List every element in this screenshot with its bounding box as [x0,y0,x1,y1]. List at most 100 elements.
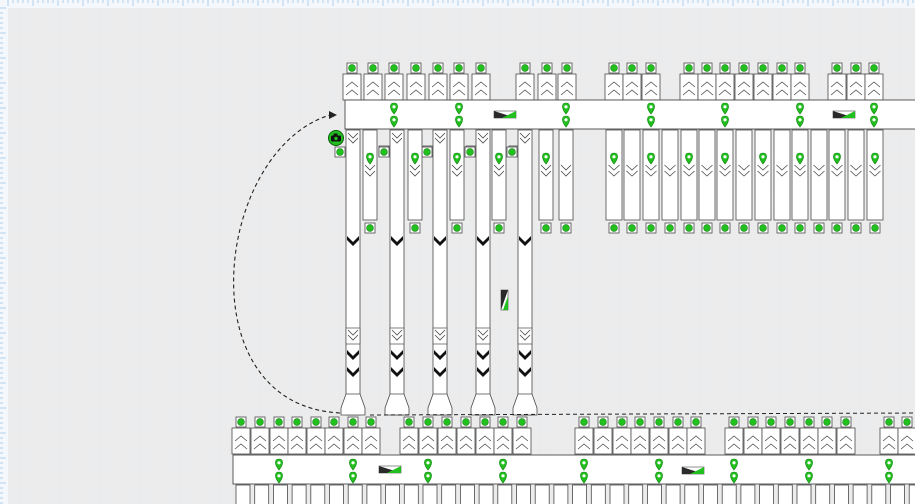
infeed-cell[interactable] [864,62,884,101]
status-indicator[interactable] [719,62,731,74]
status-indicator[interactable] [776,62,788,74]
infeed-cell[interactable] [715,62,735,101]
status-indicator[interactable] [794,222,806,234]
short-drop-lane[interactable] [716,129,734,234]
camera-icon[interactable] [328,130,344,146]
infeed-cell[interactable] [537,62,557,101]
status-indicator[interactable] [441,416,453,428]
status-indicator[interactable] [347,416,359,428]
short-drop-lane[interactable] [642,129,660,234]
status-indicator[interactable] [626,62,638,74]
status-indicator[interactable] [451,222,463,234]
short-drop-lane[interactable] [847,129,865,234]
infeed-cell[interactable] [743,416,763,455]
status-indicator[interactable] [757,62,769,74]
infeed-cell[interactable] [384,62,404,101]
status-indicator[interactable] [328,416,340,428]
status-indicator[interactable] [403,416,415,428]
infeed-cell[interactable] [493,416,513,455]
infeed-cell[interactable] [724,416,744,455]
infeed-cell[interactable] [734,62,754,101]
infeed-cell[interactable] [697,62,717,101]
infeed-cell[interactable] [471,62,491,101]
short-drop-lane[interactable] [605,129,623,234]
infeed-cell[interactable] [772,62,792,101]
infeed-cell[interactable] [456,416,476,455]
infeed-cell[interactable] [799,416,819,455]
status-indicator[interactable] [626,222,638,234]
status-indicator[interactable] [346,62,358,74]
short-drop-lane[interactable] [491,129,507,234]
infeed-cell[interactable] [418,416,438,455]
infeed-cell[interactable] [827,62,847,101]
infeed-cell[interactable] [437,416,457,455]
status-indicator[interactable] [432,62,444,74]
status-indicator[interactable] [608,62,620,74]
short-drop-lane[interactable] [735,129,753,234]
status-indicator[interactable] [664,222,676,234]
infeed-cell[interactable] [622,62,642,101]
status-indicator[interactable] [645,222,657,234]
infeed-cell[interactable] [780,416,800,455]
status-indicator[interactable] [388,62,400,74]
status-indicator[interactable] [869,222,881,234]
infeed-cell[interactable] [686,416,706,455]
upper-belt[interactable] [344,99,915,130]
status-indicator[interactable] [738,62,750,74]
infeed-cell[interactable] [287,416,307,455]
status-indicator[interactable] [794,62,806,74]
infeed-cell[interactable] [406,62,426,101]
status-indicator[interactable] [757,222,769,234]
status-indicator[interactable] [683,62,695,74]
infeed-cell[interactable] [790,62,810,101]
status-indicator[interactable] [701,62,713,74]
infeed-cell[interactable] [604,62,624,101]
short-drop-lane[interactable] [661,129,679,234]
status-indicator[interactable] [776,222,788,234]
status-indicator[interactable] [747,416,759,428]
short-drop-lane[interactable] [698,129,716,234]
infeed-cell[interactable] [515,62,535,101]
short-drop-lane[interactable] [680,129,698,234]
infeed-cell[interactable] [761,416,781,455]
status-indicator[interactable] [291,416,303,428]
status-indicator[interactable] [719,222,731,234]
status-indicator[interactable] [516,416,528,428]
status-indicator[interactable] [475,62,487,74]
infeed-cell[interactable] [897,416,915,455]
status-indicator[interactable] [560,222,572,234]
status-indicator[interactable] [645,62,657,74]
infeed-cell[interactable] [231,416,251,455]
status-indicator[interactable] [421,146,433,158]
infeed-cell[interactable] [269,416,289,455]
infeed-cell[interactable] [361,416,381,455]
infeed-cell[interactable] [557,62,577,101]
short-drop-lane[interactable] [558,129,574,234]
infeed-cell[interactable] [475,416,495,455]
short-drop-lane[interactable] [754,129,772,234]
status-indicator[interactable] [422,416,434,428]
status-indicator[interactable] [608,222,620,234]
infeed-cell[interactable] [342,62,362,101]
status-indicator[interactable] [701,222,713,234]
short-drop-lane[interactable] [828,129,846,234]
status-indicator[interactable] [519,62,531,74]
status-indicator[interactable] [831,222,843,234]
infeed-cell[interactable] [679,62,699,101]
infeed-cell[interactable] [250,416,270,455]
status-indicator[interactable] [493,222,505,234]
infeed-cell[interactable] [641,62,661,101]
status-indicator[interactable] [850,62,862,74]
infeed-cell[interactable] [753,62,773,101]
infeed-cell[interactable] [649,416,669,455]
infeed-cell[interactable] [324,416,344,455]
status-indicator[interactable] [506,146,518,158]
short-drop-lane[interactable] [623,129,641,234]
infeed-cell[interactable] [612,416,632,455]
status-indicator[interactable] [597,416,609,428]
status-indicator[interactable] [310,416,322,428]
status-indicator[interactable] [690,416,702,428]
status-indicator[interactable] [235,416,247,428]
status-indicator[interactable] [883,416,895,428]
infeed-cell[interactable] [593,416,613,455]
